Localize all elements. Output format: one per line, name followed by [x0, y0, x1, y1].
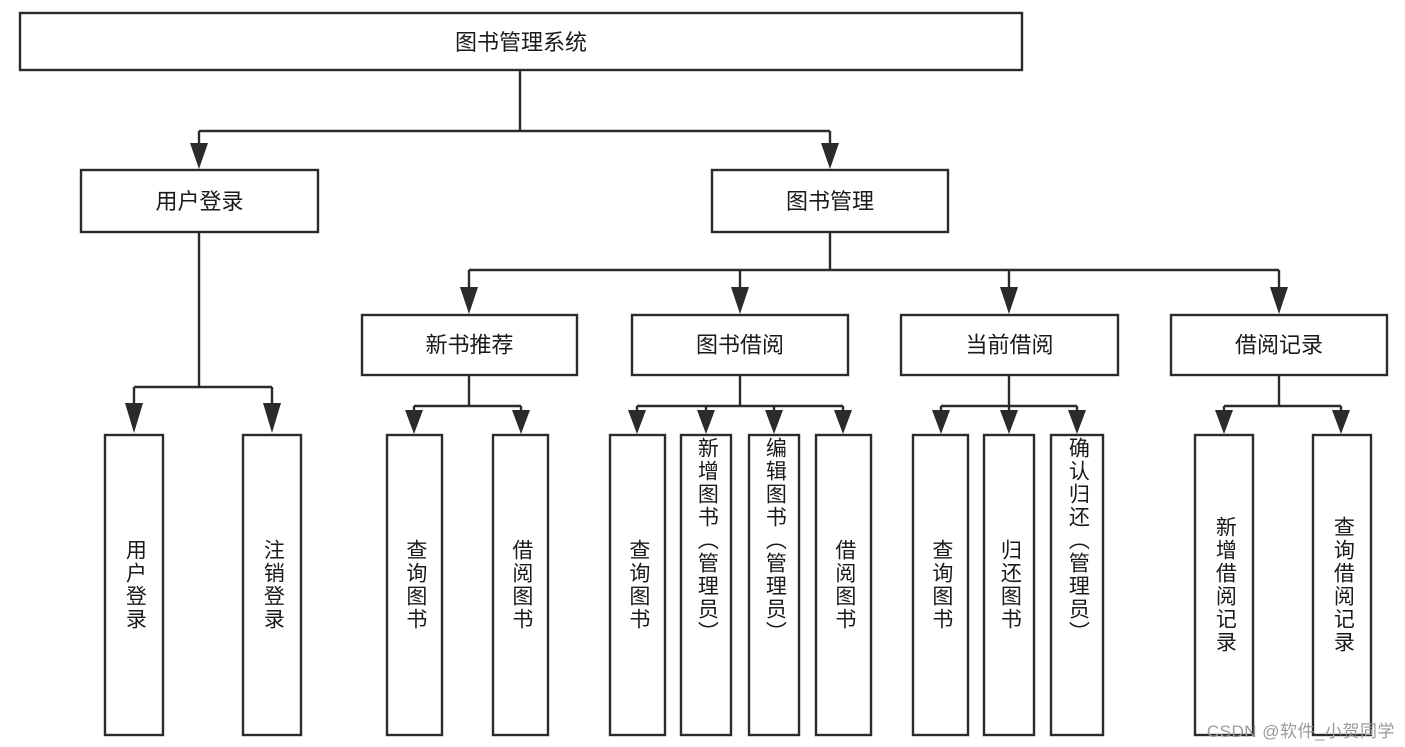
arrow-head-leaf-user-logout [263, 403, 281, 433]
connector-group-current-borrow [932, 375, 1086, 434]
arrow-head-leaf-rec-query2 [1332, 410, 1350, 434]
arrow-head-book-borrow [731, 287, 749, 314]
node-borrow-record-label: 借阅记录 [1235, 333, 1323, 358]
csdn-watermark: CSDN @软件_小贺同学 [1206, 722, 1395, 741]
arrow-head-leaf-rec-query [405, 410, 423, 434]
arrow-head-leaf-rec-add [1215, 410, 1233, 434]
node-current-borrow-label: 当前借阅 [965, 333, 1053, 358]
leaf-box-borrow-lend[interactable] [814, 433, 873, 737]
leaf-box-borrow-edit[interactable] [747, 433, 801, 737]
leaf-box-borrow-query[interactable] [608, 433, 667, 737]
node-new-book-rec-box[interactable] [360, 313, 579, 377]
node-new-book-rec-label: 新书推荐 [425, 333, 513, 358]
node-book-manage-label: 图书管理 [786, 189, 874, 214]
node-user-login-box[interactable] [79, 168, 320, 234]
node-book-manage[interactable]: 图书管理 [710, 168, 950, 234]
arrow-head-new-book-rec [460, 287, 478, 314]
connector-group-root [190, 70, 839, 169]
node-book-borrow[interactable]: 图书借阅 [630, 313, 850, 377]
node-borrow-record-box[interactable] [1169, 313, 1389, 377]
node-root[interactable]: 图书管理系统 [18, 11, 1024, 72]
connector-group-user-login [125, 232, 281, 433]
connector-group-book-borrow [628, 375, 852, 434]
node-new-book-rec[interactable]: 新书推荐 [360, 313, 579, 377]
node-book-manage-box[interactable] [710, 168, 950, 234]
arrow-head-book-manage [821, 143, 839, 169]
leaf-box-user-login[interactable] [103, 433, 165, 737]
arrow-head-leaf-borrow-add [697, 410, 715, 434]
arrow-head-leaf-borrow-edit [765, 410, 783, 434]
node-borrow-record[interactable]: 借阅记录 [1169, 313, 1389, 377]
arrow-head-leaf-user-login [125, 403, 143, 433]
node-current-borrow-box[interactable] [899, 313, 1120, 377]
node-book-borrow-box[interactable] [630, 313, 850, 377]
arrow-head-leaf-rec-borrow [512, 410, 530, 434]
arrow-head-current-borrow [1000, 287, 1018, 314]
node-root-label: 图书管理系统 [455, 30, 587, 55]
arrow-head-leaf-cur-query [932, 410, 950, 434]
leaf-box-borrow-add[interactable] [679, 433, 733, 737]
node-user-login[interactable]: 用户登录 [79, 168, 320, 234]
node-book-borrow-label: 图书借阅 [696, 333, 784, 358]
node-root-box[interactable] [18, 11, 1024, 72]
leaf-box-rec-borrow[interactable] [491, 433, 550, 737]
node-user-login-label: 用户登录 [155, 189, 243, 214]
arrow-head-leaf-cur-return [1000, 410, 1018, 434]
leaf-box-cur-query[interactable] [911, 433, 970, 737]
leaf-box-cur-return[interactable] [982, 433, 1036, 737]
leaf-box-rec-query[interactable] [385, 433, 444, 737]
arrow-head-user-login [190, 143, 208, 169]
leaf-box-rec-query2[interactable] [1311, 433, 1373, 737]
connector-group-new-book-rec [405, 375, 530, 434]
leaf-box-cur-confirm[interactable] [1049, 433, 1105, 737]
node-current-borrow[interactable]: 当前借阅 [899, 313, 1120, 377]
arrow-head-leaf-borrow-lend [834, 410, 852, 434]
arrow-head-borrow-record [1270, 287, 1288, 314]
connector-group-borrow-record [1215, 375, 1350, 434]
arrow-head-leaf-cur-confirm [1068, 410, 1086, 434]
connector-group-book-manage [460, 232, 1288, 314]
leaf-box-user-logout[interactable] [241, 433, 303, 737]
arrow-head-leaf-borrow-query [628, 410, 646, 434]
leaf-box-rec-add[interactable] [1193, 433, 1255, 737]
